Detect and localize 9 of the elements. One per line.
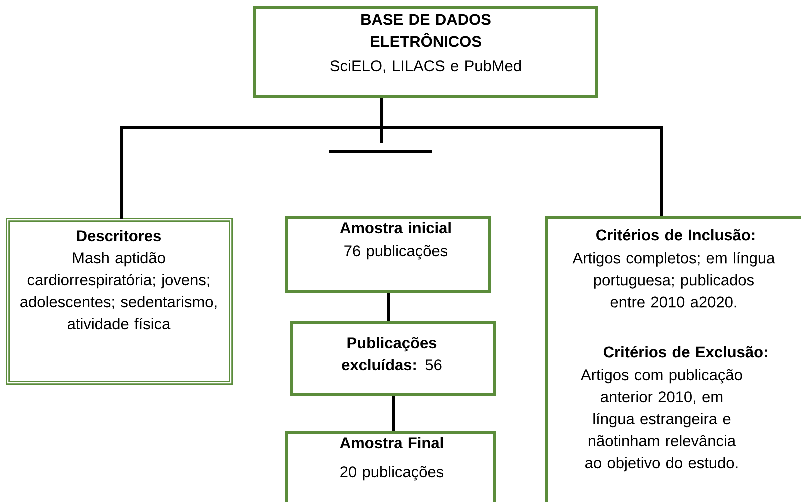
process-box: Amostra Final 20 publicações [286,432,496,502]
connector-line [380,98,664,216]
process-box: Publicações excluídas: 56 [290,322,496,396]
process-box: Amostra inicial 76 publicações [286,216,492,294]
process-box: BASE DE DADOS ELETRÔNICOS SciELO, LILACS e PubMed [254,6,598,98]
process-box: Descritores Mash aptidão cardiorrespiratória; jovens; adolescentes; sedentarismo, atividade física [6,218,233,385]
connector-line [387,294,390,322]
connector-line [392,396,395,432]
process-box: Critérios de Inclusão: Artigos completos; em língua portuguesa; publicados entre 2010 a2020. Critérios de Exclusão: Artigos com publicação anterior 2010, em língua estrangeira e nãotinham relevância ao objetivo do estudo. [546,216,801,502]
